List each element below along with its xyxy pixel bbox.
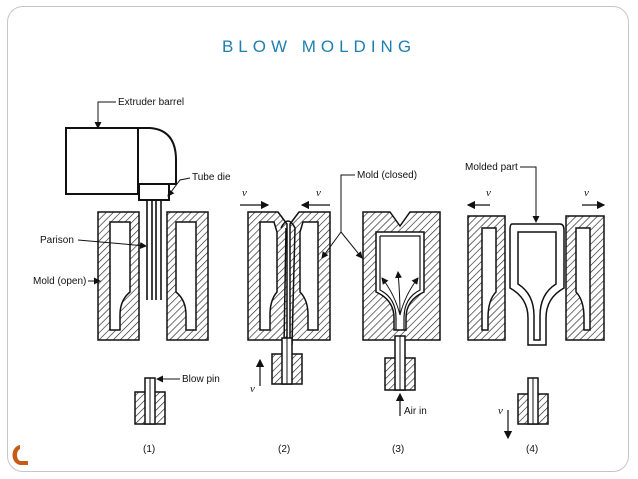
extruder-barrel: [65, 127, 139, 195]
mold-half-right-2: [289, 211, 331, 341]
label-mold-open: Mold (open): [33, 276, 86, 287]
step-label-4: (4): [526, 444, 538, 455]
label-mold-closed: Mold (closed): [357, 170, 417, 181]
mold-half-left-4: [467, 215, 506, 341]
corner-accent-icon: [12, 445, 28, 465]
stage-4: v v Molded part v (4): [465, 162, 606, 455]
step-label-1: (1): [143, 444, 155, 455]
stage-3: Air in (3) Mold (closed): [321, 170, 441, 455]
molded-part: [509, 223, 565, 346]
stage-2: v v v (2): [240, 187, 331, 455]
velocity-label-4-right: v: [584, 187, 589, 199]
step-label-3: (3): [392, 444, 404, 455]
velocity-label-2-up: v: [250, 383, 255, 395]
stage-1: Extruder barrel Tube die Parison Mold (o…: [33, 97, 231, 455]
velocity-label-4-down: v: [498, 405, 503, 417]
label-air-in: Air in: [404, 406, 427, 417]
mold-half-right-4: [565, 215, 605, 341]
label-parison: Parison: [40, 235, 74, 246]
mold-half-right-1: [166, 211, 209, 341]
label-extruder-barrel: Extruder barrel: [118, 97, 184, 108]
tube-die: [138, 183, 170, 201]
slide-title: BLOW MOLDING: [221, 37, 417, 56]
velocity-label-2-left: v: [242, 187, 247, 199]
label-blow-pin: Blow pin: [182, 374, 220, 385]
extruder-elbow: [137, 127, 177, 185]
step-label-2: (2): [278, 444, 290, 455]
velocity-label-4-left: v: [486, 187, 491, 199]
label-tube-die: Tube die: [192, 172, 231, 183]
mold-half-left-2: [247, 211, 288, 341]
label-molded-part: Molded part: [465, 162, 518, 173]
velocity-label-2-right: v: [316, 187, 321, 199]
mold-half-left-1: [97, 211, 140, 341]
mold-closed-3: [362, 211, 441, 341]
